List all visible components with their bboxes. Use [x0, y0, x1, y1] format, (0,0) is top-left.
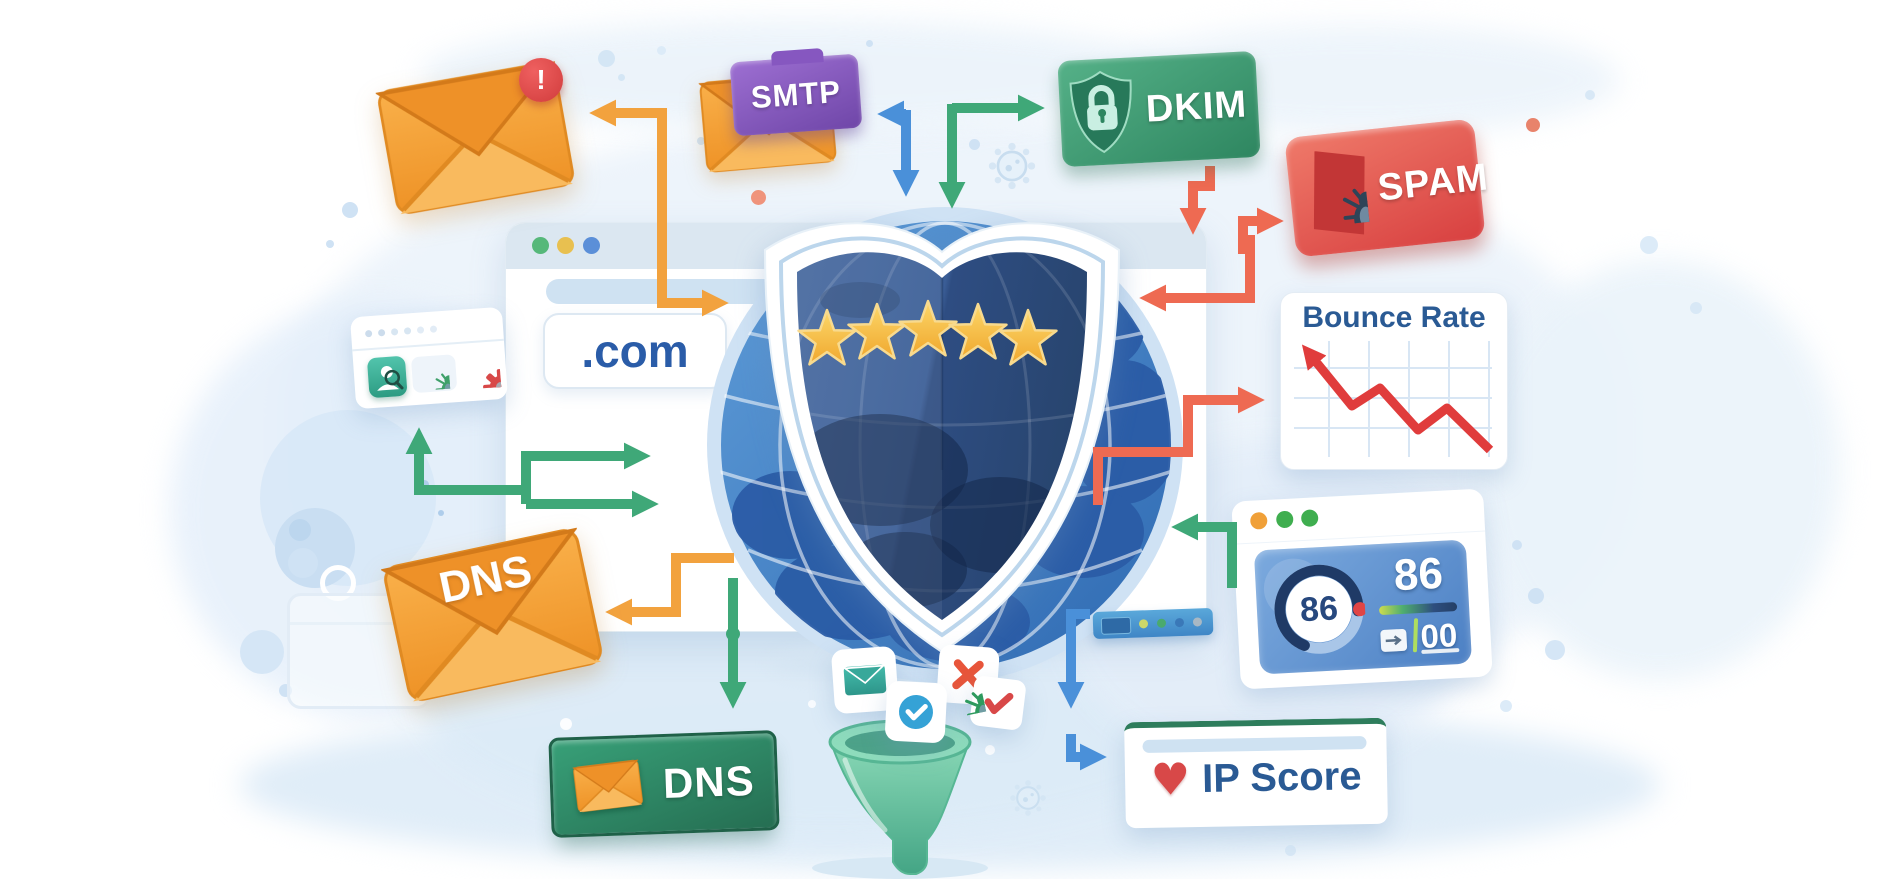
card-dots — [364, 325, 438, 338]
sender-score-gauge: 86 — [1271, 561, 1368, 658]
user-scan-icon[interactable] — [366, 355, 408, 399]
bug-scan-chip[interactable] — [410, 354, 458, 394]
meter-needle — [1412, 618, 1419, 653]
dkim-badge[interactable]: DKIM — [1057, 50, 1261, 168]
virus-gear-icon[interactable] — [461, 349, 502, 390]
score-bar — [1378, 602, 1458, 616]
server-led-gray — [1192, 617, 1203, 627]
check-icon — [899, 695, 933, 729]
url-bar[interactable] — [546, 279, 1046, 304]
traffic-light-orange — [1249, 511, 1268, 530]
gauge-value: 86 — [1299, 588, 1339, 629]
mail-card-check — [884, 680, 948, 744]
browser-titlebar — [506, 223, 1206, 269]
teal-envelope-icon — [843, 664, 887, 697]
server-led-blue — [1174, 617, 1185, 628]
server-slot — [1100, 616, 1132, 635]
traffic-light-green — [532, 237, 549, 254]
spam-bug-icon — [1310, 152, 1369, 227]
lock-shield-icon — [1069, 70, 1132, 154]
mail-card-flag — [969, 675, 1027, 731]
score-value: 86 — [1392, 548, 1445, 601]
bounce-rate-title: Bounce Rate — [1302, 301, 1486, 334]
traffic-light-yellow — [557, 237, 574, 254]
ip-card-bar — [1142, 736, 1367, 753]
dkim-label: DKIM — [1144, 82, 1249, 131]
browser-window — [505, 222, 1207, 632]
score-window: 86 86 00 — [1231, 488, 1493, 690]
server-led-yellow — [1138, 619, 1149, 629]
bounce-rate-card: Bounce Rate — [1280, 292, 1508, 470]
heart-icon: ♥ — [1150, 753, 1191, 806]
smtp-badge[interactable]: SMTP — [729, 48, 863, 137]
alert-exclamation: ! — [536, 64, 546, 95]
bug-icon — [418, 357, 450, 391]
traffic-light-blue — [583, 237, 600, 254]
score-panel: 86 86 00 — [1253, 539, 1473, 675]
traffic-light-green — [1275, 510, 1294, 529]
ip-score-card: ♥ IP Score — [1124, 717, 1388, 829]
ip-score-label: IP Score — [1201, 754, 1362, 801]
server-bar — [1092, 607, 1214, 640]
spam-label: SPAM — [1375, 155, 1491, 210]
germ-icon — [1009, 779, 1047, 817]
red-check-icon — [984, 692, 1014, 715]
dns-badge[interactable]: DNS — [548, 730, 780, 838]
score-mini-meter: 00 — [1380, 616, 1466, 660]
spam-badge[interactable]: SPAM — [1284, 118, 1491, 258]
bounce-rate-chart — [1294, 341, 1492, 457]
domain-value: .com — [581, 325, 689, 377]
security-icons-card — [349, 306, 509, 410]
domain-input[interactable]: .com — [543, 313, 727, 389]
dns-badge-label: DNS — [662, 756, 756, 808]
envelope-icon — [572, 758, 643, 814]
germ-icon — [987, 141, 1037, 191]
smtp-label: SMTP — [749, 73, 843, 116]
server-led-green — [1156, 618, 1167, 628]
alert-badge: ! — [519, 58, 563, 102]
traffic-light-green2 — [1300, 509, 1319, 528]
